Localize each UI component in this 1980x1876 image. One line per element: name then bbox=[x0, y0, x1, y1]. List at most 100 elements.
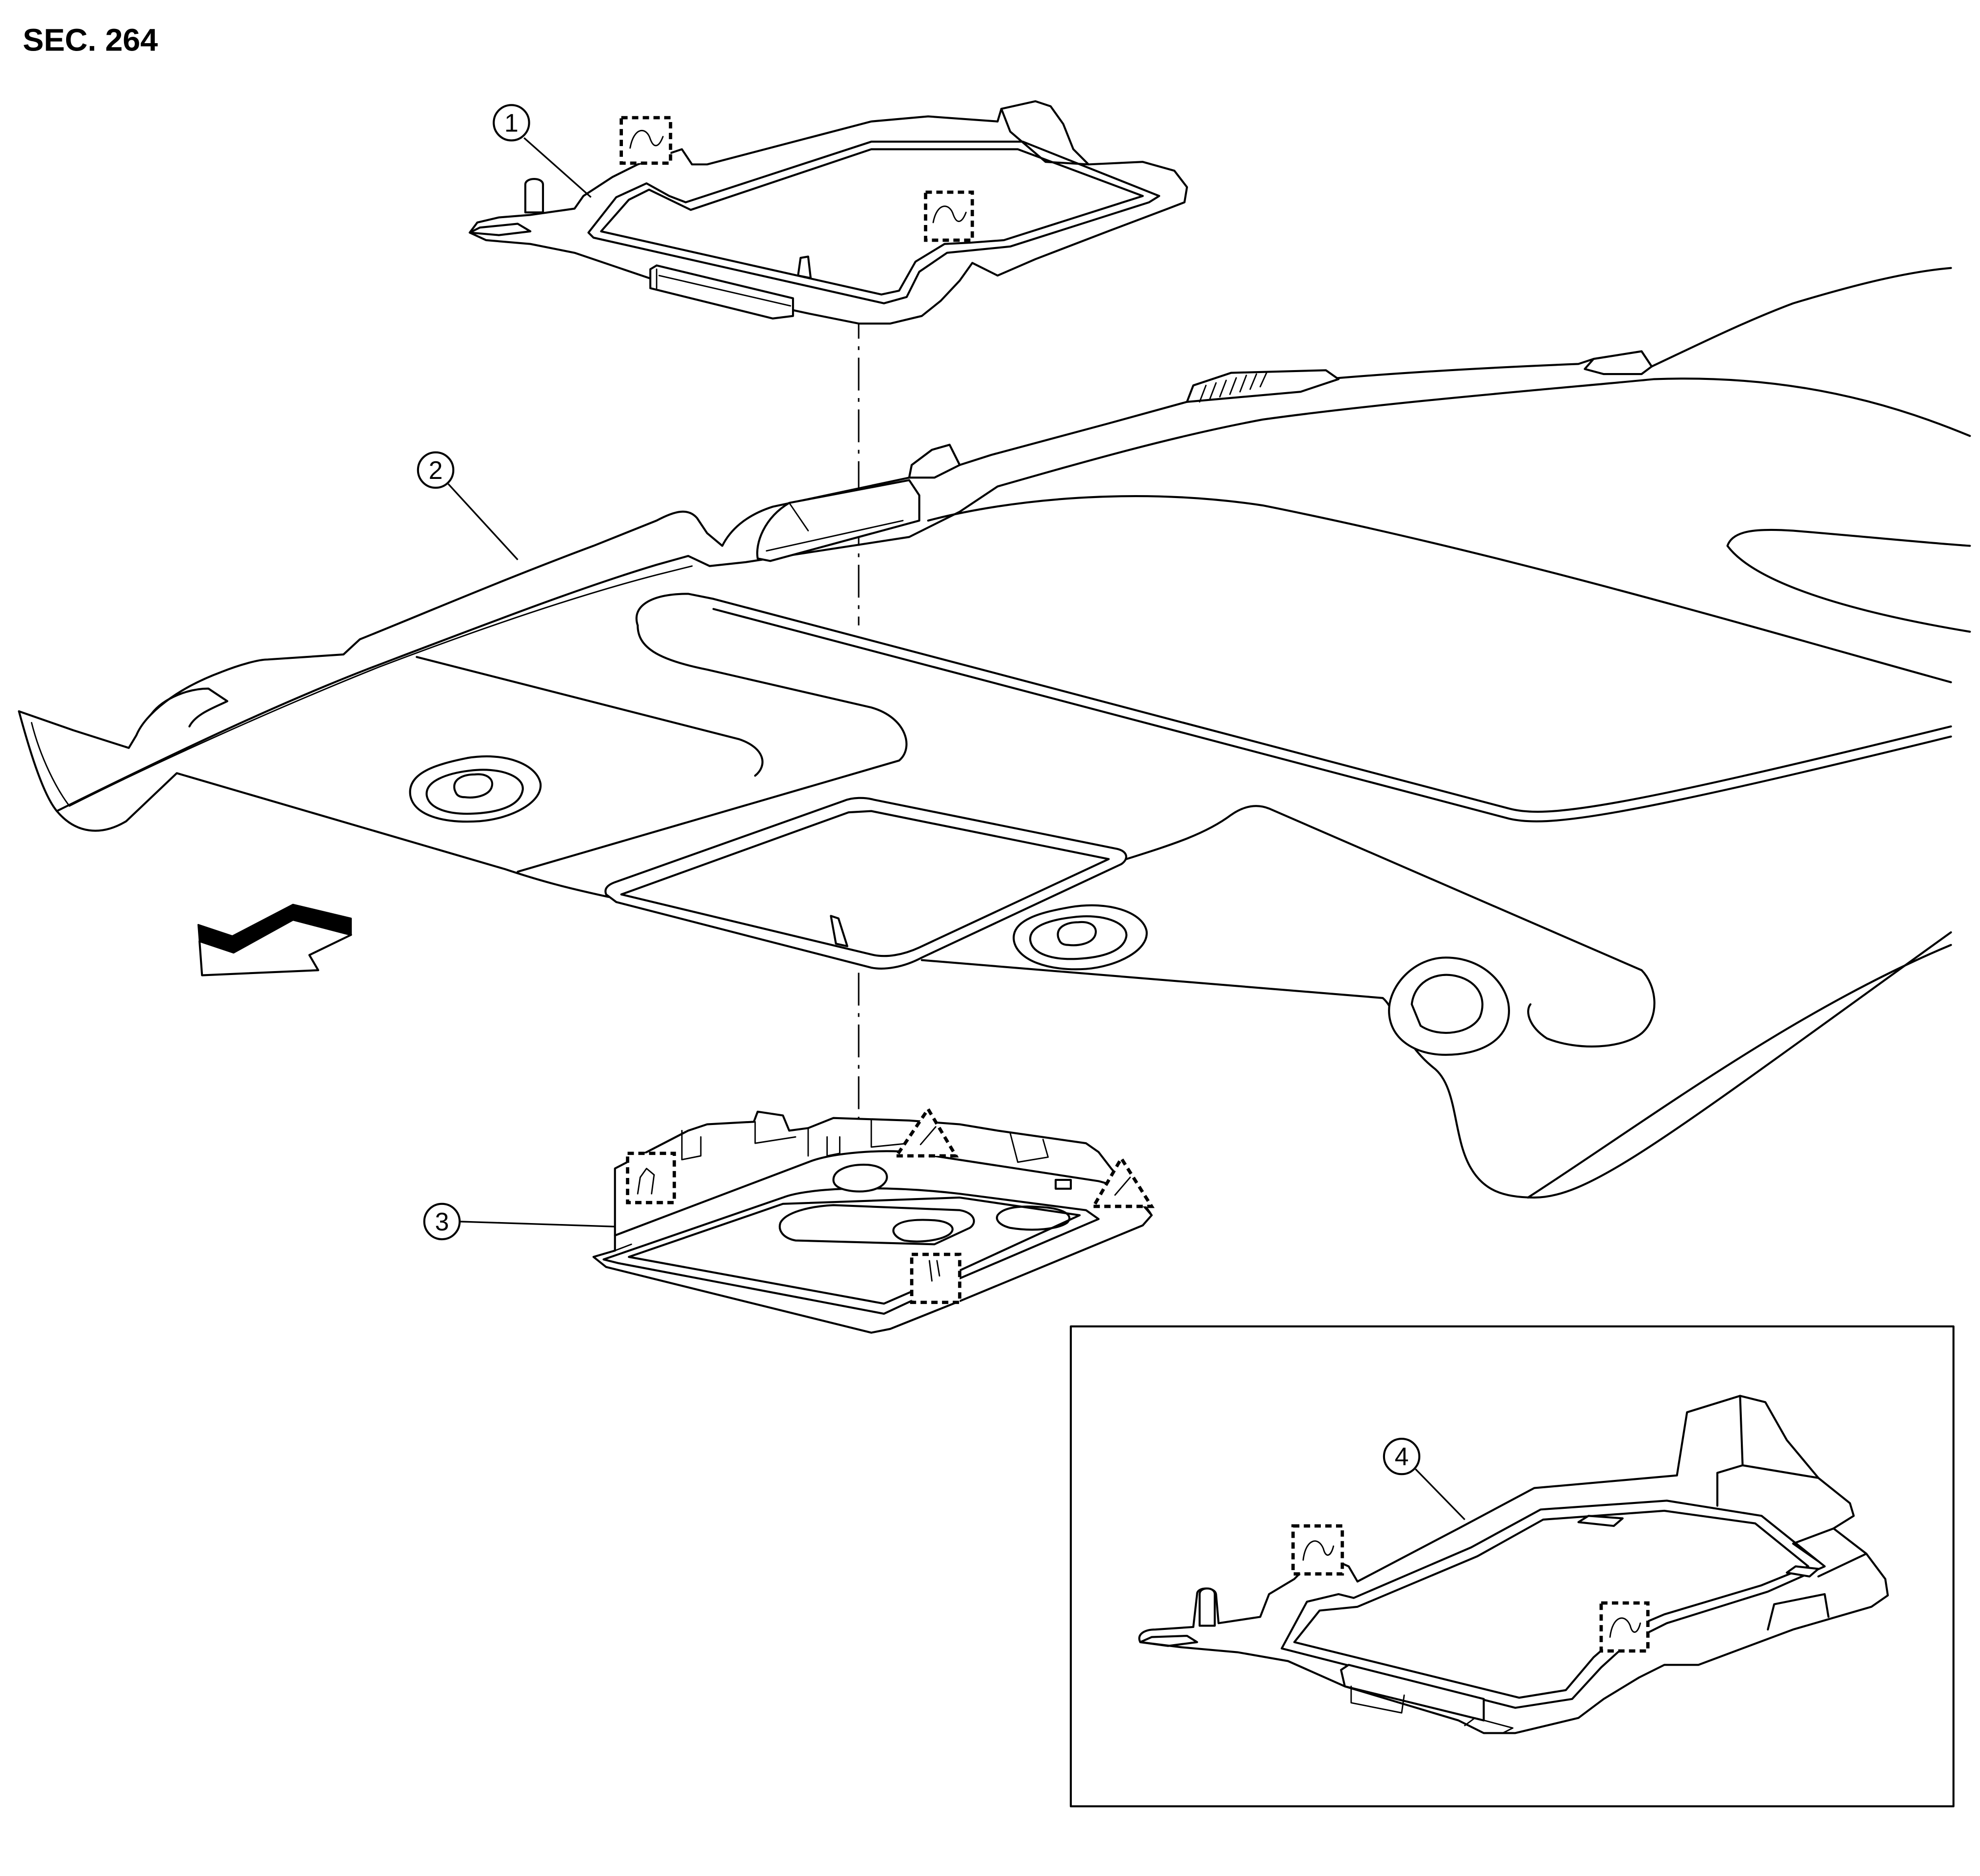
rear-clip-tab bbox=[1584, 350, 1653, 375]
inset-frame bbox=[1069, 1325, 1955, 1807]
clip-glyph bbox=[1302, 1540, 1335, 1561]
headlining-front-rail-inner bbox=[69, 565, 693, 807]
headlining-opening-edge bbox=[635, 593, 1952, 813]
callout-4: 4 bbox=[1383, 1438, 1465, 1521]
callout-1: 1 bbox=[493, 104, 592, 198]
pad-hole bbox=[1411, 974, 1484, 1034]
headlining-visor-area-edge bbox=[416, 656, 764, 777]
pad-outer bbox=[409, 755, 542, 823]
alt-bracket-tab-b bbox=[1785, 1565, 1820, 1577]
inset-panel: 4 bbox=[1069, 1325, 1955, 1807]
leader-line-4 bbox=[1415, 1468, 1465, 1521]
alt-bracket-right-detail bbox=[1767, 1527, 1868, 1631]
callout-2: 2 bbox=[417, 451, 519, 560]
pad-hole bbox=[1057, 921, 1097, 947]
headlining-rear-right-recess bbox=[1726, 528, 1971, 633]
alt-bracket-lower-block-detail bbox=[1350, 1685, 1514, 1734]
bracket-post bbox=[524, 178, 544, 214]
clip-glyph bbox=[1609, 1617, 1641, 1638]
pawl-marker-frame bbox=[1090, 1155, 1155, 1208]
map-lamp-switch-right bbox=[996, 1205, 1070, 1231]
map-lamp-lens-inner bbox=[628, 1196, 1081, 1305]
opening-outer bbox=[604, 797, 1127, 970]
section-label: SEC. 264 bbox=[23, 22, 158, 57]
alt-bracket-post bbox=[1198, 1587, 1216, 1627]
clip-marker-frame bbox=[619, 116, 672, 165]
sun-visor-pad-right bbox=[1013, 904, 1148, 971]
callout-3-number: 3 bbox=[435, 1207, 449, 1236]
clip-marker-frame bbox=[626, 1151, 676, 1204]
headlining-front-rail bbox=[55, 377, 1971, 812]
callout-2-number: 2 bbox=[429, 456, 443, 484]
pad-middle bbox=[1029, 915, 1128, 960]
headlining-front-end-inner bbox=[30, 722, 71, 807]
leader-line-2 bbox=[447, 483, 519, 560]
headlining-opening-edge-inner bbox=[712, 608, 1952, 823]
assist-grip-holder-detail bbox=[766, 502, 904, 552]
alt-bracket-left-tab bbox=[1139, 1634, 1198, 1647]
alt-bracket-tower bbox=[1716, 1395, 1820, 1507]
headlining-lower-edge-middle bbox=[920, 959, 1384, 999]
headlining-roof-line bbox=[927, 495, 1952, 683]
clip-icon bbox=[1291, 1524, 1344, 1576]
bracket-lower-block bbox=[649, 264, 794, 320]
bracket-small-tab bbox=[797, 255, 812, 279]
callout-3: 3 bbox=[423, 1202, 615, 1241]
headlining-rear-contour bbox=[1125, 805, 1656, 1048]
map-lamp-switch bbox=[892, 1219, 954, 1243]
front-arrow-icon bbox=[197, 903, 352, 976]
pad-middle bbox=[425, 769, 524, 815]
callout-4-number: 4 bbox=[1395, 1442, 1409, 1471]
headlining-rear-edge-inner bbox=[1527, 944, 1952, 1199]
bracket-right-boss bbox=[1000, 107, 1090, 166]
clip-icon bbox=[1599, 1601, 1650, 1653]
clip-glyph bbox=[637, 1168, 655, 1195]
sun-visor-pad-left bbox=[409, 755, 542, 823]
bracket-inner-opening bbox=[587, 140, 1161, 304]
alt-bracket-tab-a bbox=[1577, 1515, 1624, 1527]
alt-bracket-lower-block bbox=[1340, 1664, 1485, 1722]
bracket-rim bbox=[600, 148, 1144, 296]
pawl-icon bbox=[1090, 1155, 1155, 1208]
clip-marker-frame bbox=[924, 190, 974, 242]
rear-pad bbox=[1388, 956, 1510, 1056]
clip-glyph bbox=[932, 205, 967, 224]
map-lamp-light bbox=[832, 1163, 888, 1193]
headlining-lower-edge-front bbox=[55, 772, 610, 898]
map-lamp-opening bbox=[604, 797, 1127, 970]
map-lamp-housing-details bbox=[614, 1120, 1049, 1251]
callout-3-circle bbox=[423, 1202, 461, 1241]
alt-bracket-rim bbox=[1293, 1509, 1809, 1699]
headlining-front-end bbox=[18, 710, 58, 812]
clip-marker-frame bbox=[1291, 1524, 1344, 1576]
clip-icon bbox=[626, 1151, 676, 1204]
clip-icon bbox=[619, 116, 672, 165]
grille-ridges bbox=[1199, 372, 1267, 403]
pawl-marker-frame bbox=[893, 1106, 959, 1158]
bracket-left-tab bbox=[469, 223, 532, 236]
pad-outer bbox=[1388, 956, 1510, 1056]
callout-2-circle bbox=[417, 451, 455, 489]
opening-tab bbox=[830, 915, 848, 948]
pawl-icon bbox=[893, 1106, 959, 1158]
pawl-glyph bbox=[919, 1126, 937, 1146]
clip-icon bbox=[910, 1252, 962, 1304]
grille-body bbox=[1186, 369, 1340, 403]
leader-line-1 bbox=[523, 137, 592, 198]
top-tab bbox=[908, 444, 961, 479]
front-arrow-top-band bbox=[197, 903, 352, 953]
map-lamp bbox=[592, 1106, 1155, 1334]
leader-line-3 bbox=[459, 1221, 615, 1227]
map-lamp-bracket-alt bbox=[1138, 1395, 1889, 1734]
pawl-glyph bbox=[1114, 1176, 1131, 1196]
headlining-front-top-edge bbox=[18, 267, 1952, 749]
callout-4-circle bbox=[1383, 1438, 1421, 1476]
headlining-rear-edge bbox=[1382, 931, 1952, 1199]
bracket-lower-block-detail bbox=[656, 268, 792, 307]
clip-glyph bbox=[629, 130, 664, 149]
callout-1-circle bbox=[493, 104, 530, 142]
map-lamp-bracket bbox=[469, 100, 1188, 325]
clip-icon bbox=[924, 190, 974, 242]
map-lamp-slot bbox=[1054, 1178, 1072, 1190]
